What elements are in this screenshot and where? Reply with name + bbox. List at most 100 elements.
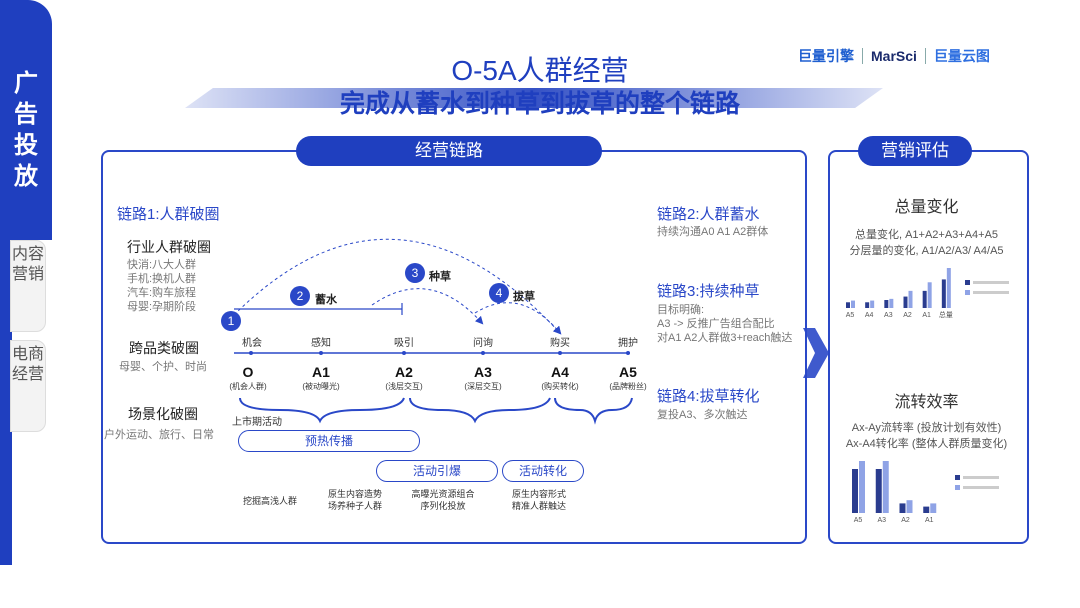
eval-panel-pill: 营销评估 bbox=[858, 136, 972, 166]
bar-A1-s0 bbox=[923, 506, 930, 513]
route3-desc: 目标明确: A3 -> 反推广告组合配比 对A1 A2人群做3+reach触达 bbox=[657, 303, 792, 345]
total-title: 总量变化 bbox=[894, 199, 959, 216]
node-a2-sub: (浅层交互) bbox=[385, 382, 423, 391]
bar-A1-s0 bbox=[922, 290, 927, 308]
bar-A4-s0 bbox=[865, 302, 870, 308]
tick-label: A5 bbox=[846, 312, 855, 319]
legend-text-placeholder bbox=[963, 476, 999, 479]
legend-swatch bbox=[955, 475, 960, 480]
route4-arc bbox=[474, 302, 562, 335]
tick-label: A2 bbox=[903, 312, 912, 319]
node-a4-top: 购买 bbox=[550, 338, 570, 349]
route4-title: 链路4:拔草转化 bbox=[657, 388, 760, 405]
flow-efficiency-chart: A5 A3 A2 A1 bbox=[852, 461, 999, 524]
route3-desc-line: 目标明确: bbox=[657, 304, 705, 316]
page-subtitle: 完成从蓄水到种草到拔草的整个链路 bbox=[339, 90, 740, 118]
legend-swatch bbox=[965, 290, 970, 295]
brace-3 bbox=[554, 397, 633, 425]
cross-items: 母婴、个护、时尚 bbox=[119, 361, 207, 373]
node-a5-top: 拥护 bbox=[618, 338, 638, 349]
legend-swatch bbox=[965, 280, 970, 285]
tab-ad-placement[interactable] bbox=[0, 0, 52, 240]
bar-A2-s0 bbox=[899, 503, 906, 513]
flow-diagram bbox=[233, 238, 633, 425]
node-a1: A1 bbox=[312, 364, 330, 380]
bar-A5-s0 bbox=[846, 302, 850, 308]
route3-title: 链路3:持续种草 bbox=[657, 283, 760, 300]
activity-draw-button: 活动引爆 bbox=[376, 460, 498, 482]
node-a2-top: 吸引 bbox=[394, 338, 414, 349]
total-desc-line: 分层量的变化, A1/A2/A3/ A4/A5 bbox=[849, 245, 1004, 257]
brace-2 bbox=[409, 397, 551, 424]
flow-desc-line: Ax-Ay流转率 (投放计划有效性) bbox=[851, 422, 1002, 434]
bottom-note: 原生内容形式 精准人群触达 bbox=[511, 489, 566, 511]
bar-A2-s1 bbox=[908, 290, 913, 308]
tick-label: 总量 bbox=[939, 310, 953, 319]
bar-A4-s1 bbox=[870, 300, 875, 308]
timeline-ticks bbox=[249, 351, 630, 355]
bar-A5-s1 bbox=[851, 300, 855, 308]
arrow-to-eval-icon bbox=[803, 328, 829, 378]
bar-A3-s0 bbox=[875, 469, 882, 513]
tab-ad-placement-label: 广告投放 bbox=[14, 70, 38, 190]
tick-label: A1 bbox=[925, 517, 934, 524]
industry-item: 母婴:孕期阶段 bbox=[127, 301, 197, 313]
node-o: O bbox=[242, 364, 254, 380]
route2-title: 链路2:人群蓄水 bbox=[657, 206, 760, 223]
node-a3: A3 bbox=[474, 364, 492, 380]
route2-desc: 持续沟通A0 A1 A2群体 bbox=[657, 226, 769, 238]
tick-label: A5 bbox=[854, 517, 863, 524]
bar-总量-s1 bbox=[946, 268, 951, 308]
tick-label: A2 bbox=[901, 517, 910, 524]
tab-content-marketing-label: 内容营销 bbox=[11, 246, 44, 283]
step-3-label: 种草 bbox=[429, 271, 451, 283]
brace-1 bbox=[239, 397, 405, 424]
activity-convert-button: 活动转化 bbox=[502, 460, 584, 482]
flow-title: 流转效率 bbox=[894, 394, 959, 411]
scene-title: 场景化破圈 bbox=[128, 406, 198, 422]
bar-A5-s0 bbox=[852, 469, 858, 513]
bottom-note: 原生内容造势 场养种子人群 bbox=[327, 489, 382, 511]
tick-label: A4 bbox=[865, 312, 874, 319]
industry-item: 手机:换机人群 bbox=[127, 273, 197, 285]
route1-title: 链路1:人群破圈 bbox=[117, 206, 220, 223]
step-1-circle: 1 bbox=[221, 311, 241, 331]
tick-label: A3 bbox=[877, 517, 886, 524]
step-2-label: 蓄水 bbox=[315, 294, 337, 306]
flow-desc: Ax-Ay流转率 (投放计划有效性) Ax-A4转化率 (整体人群质量变化) bbox=[828, 420, 1025, 452]
route3-arc bbox=[371, 288, 484, 325]
bar-A3-s0 bbox=[884, 300, 889, 308]
legend-swatch bbox=[955, 485, 960, 490]
tab-content-marketing[interactable]: 内容营销 bbox=[10, 240, 46, 332]
main-panel-pill: 经营链路 bbox=[296, 136, 602, 166]
total-desc: 总量变化, A1+A2+A3+A4+A5 分层量的变化, A1/A2/A3/ A… bbox=[828, 227, 1025, 259]
bottom-note: 挖掘高浅人群 bbox=[242, 496, 297, 506]
node-a5-sub: (品牌粉丝) bbox=[609, 382, 647, 391]
bar-A3-s1 bbox=[889, 298, 894, 308]
industry-item: 汽车:购车旅程 bbox=[127, 287, 197, 299]
bar-总量-s0 bbox=[941, 279, 946, 308]
tab-ecommerce[interactable]: 电商经营 bbox=[10, 340, 46, 432]
bar-A2-s1 bbox=[906, 500, 913, 513]
node-a4-sub: (购买转化) bbox=[541, 382, 579, 391]
logo-divider bbox=[862, 48, 863, 64]
step-2-circle: 2 bbox=[290, 286, 310, 306]
node-o-sub: (机会人群) bbox=[229, 382, 267, 391]
bar-A3-s1 bbox=[882, 461, 889, 513]
step-3-circle: 3 bbox=[405, 263, 425, 283]
page-title: O-5A人群经营 bbox=[451, 55, 629, 86]
node-a1-top: 感知 bbox=[311, 338, 331, 349]
node-a5: A5 bbox=[619, 364, 637, 380]
industry-list: 快消:八大人群 手机:换机人群 汽车:购车旅程 母婴:孕期阶段 bbox=[127, 258, 196, 314]
route4-desc: 复投A3、多次触达 bbox=[657, 409, 748, 421]
logo-marsci: MarSci bbox=[871, 48, 917, 64]
industry-title: 行业人群破圈 bbox=[127, 239, 211, 255]
bar-A1-s1 bbox=[930, 503, 937, 513]
total-desc-line: 总量变化, A1+A2+A3+A4+A5 bbox=[854, 229, 999, 241]
scene-items: 户外运动、旅行、日常 bbox=[104, 429, 214, 441]
route3-desc-line: 对A1 A2人群做3+reach触达 bbox=[657, 332, 793, 344]
logo-group: 巨量引擎 MarSci 巨量云图 bbox=[798, 46, 990, 66]
legend-text-placeholder bbox=[973, 281, 1009, 284]
node-a4: A4 bbox=[551, 364, 569, 380]
